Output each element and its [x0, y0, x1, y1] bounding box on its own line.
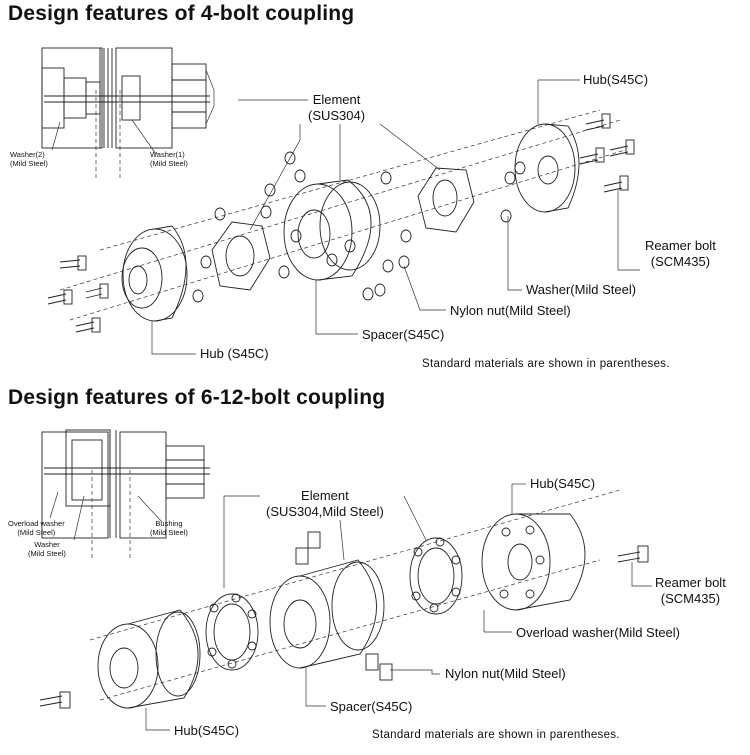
nylon-nut-label-1: Nylon nut(Mild Steel)	[450, 303, 571, 318]
exploded-view-4-bolt	[47, 79, 640, 355]
element-label-1: Element (SUS304)	[308, 92, 366, 123]
detail-overload-washer-label: Overload washer (Mild Steel)	[8, 519, 65, 537]
spacer-label-1: Spacer(S45C)	[362, 327, 445, 342]
materials-note-1: Standard materials are shown in parenthe…	[422, 358, 670, 370]
element-label-2: Element (SUS304,Mild Steel)	[266, 488, 384, 519]
reamer-bolt-label-1: Reamer bolt (SCM435)	[645, 238, 716, 269]
bolt-detail-section-2	[41, 429, 210, 560]
materials-note-2: Standard materials are shown in parenthe…	[372, 729, 620, 741]
reamer-bolt-label-2: Reamer bolt (SCM435)	[655, 575, 726, 606]
hub-bottom-label-1: Hub (S45C)	[200, 346, 269, 361]
section-2-title: Design features of 6-12-bolt coupling	[8, 386, 386, 409]
spacer-label-2: Spacer(S45C)	[330, 699, 413, 714]
detail-washer-1-label: Washer(1) (Mild Steel)	[150, 150, 188, 168]
detail-bushing-label: Bushing (Mild Steel)	[150, 519, 188, 537]
washer-label-1: Washer(Mild Steel)	[526, 282, 637, 297]
exploded-view-6-12-bolt	[39, 483, 652, 731]
detail-washer-2-label: Washer(2) (Mild Steel)	[10, 150, 48, 168]
detail-washer-label: Washer (Mild Steel)	[28, 540, 66, 558]
hub-top-label-2: Hub(S45C)	[530, 476, 596, 491]
bolt-detail-section-1	[41, 47, 215, 180]
hub-top-label-1: Hub(S45C)	[583, 72, 649, 87]
overload-washer-label-2: Overload washer(Mild Steel)	[516, 625, 681, 640]
section-1-title: Design features of 4-bolt coupling	[8, 2, 355, 25]
nylon-nut-label-2: Nylon nut(Mild Steel)	[445, 666, 566, 681]
hub-bottom-label-2: Hub(S45C)	[174, 723, 240, 738]
